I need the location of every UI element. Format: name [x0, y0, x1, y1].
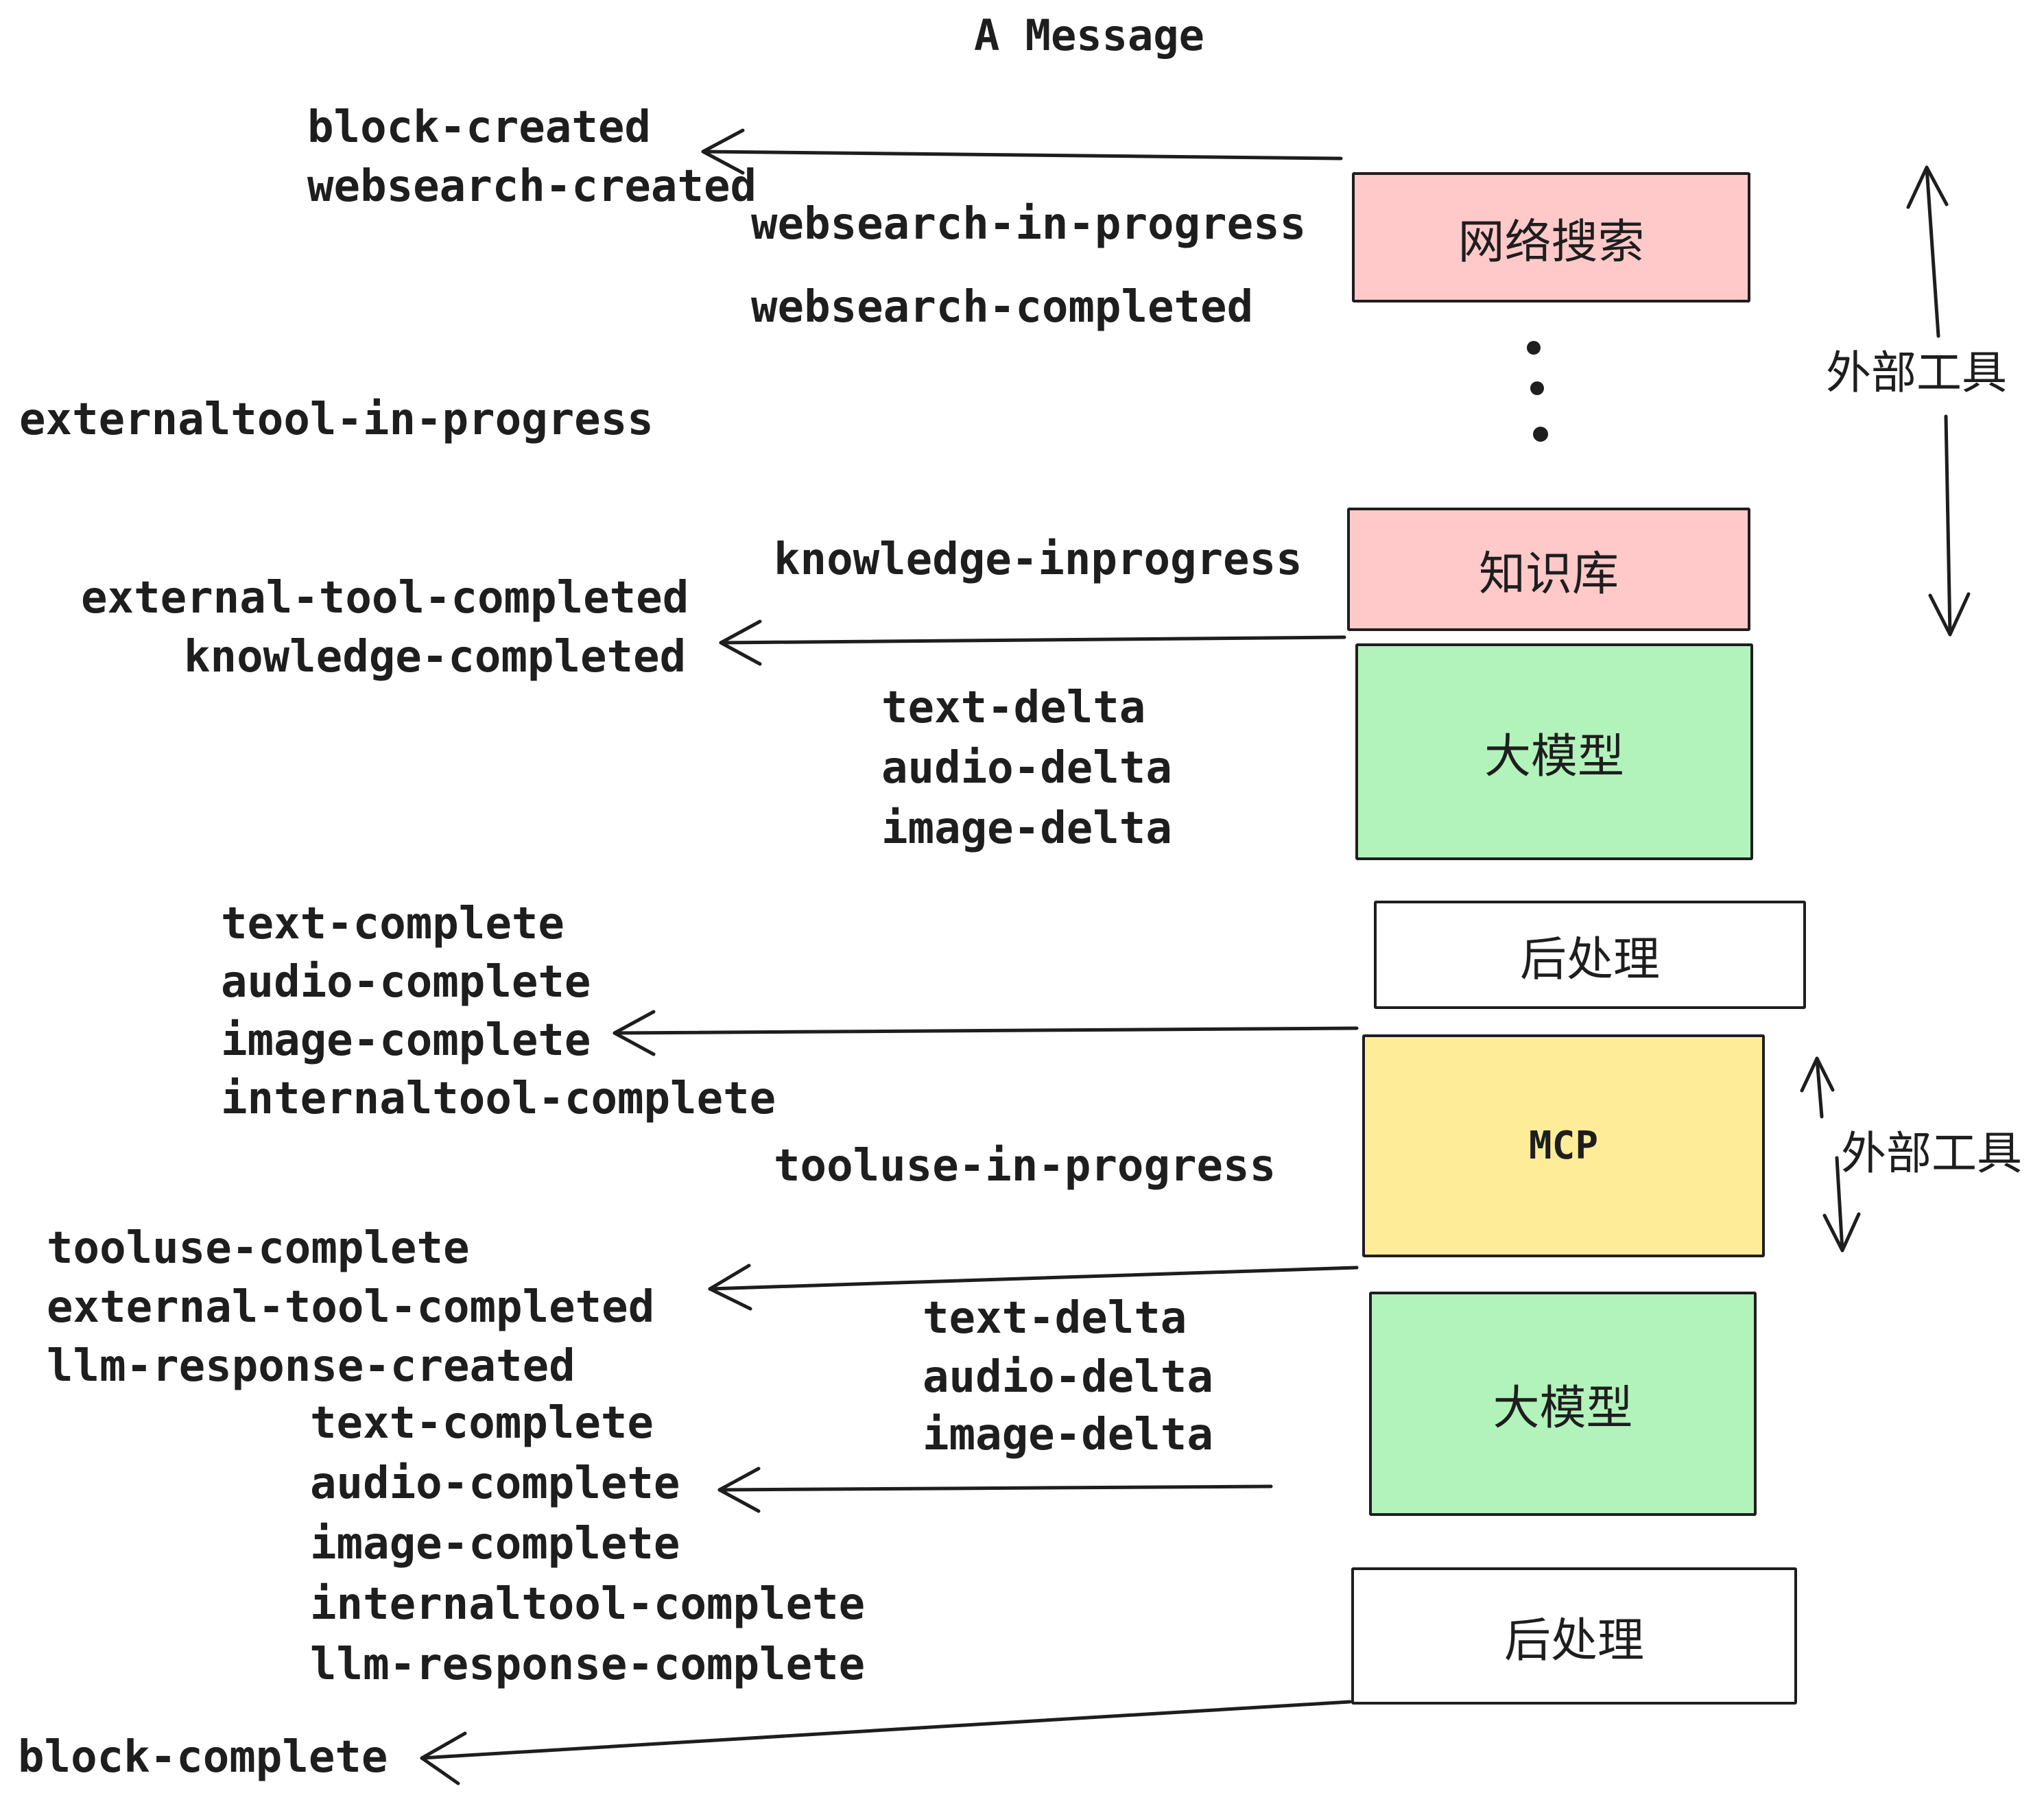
- event-label-external-tool-completed-1: external-tool-completed: [81, 573, 689, 624]
- event-label-image-complete-1: image-complete: [221, 1015, 591, 1066]
- event-label-tooluse-in-progress: tooluse-in-progress: [774, 1141, 1276, 1191]
- event-label-external-tool-completed-2: external-tool-completed: [47, 1282, 655, 1333]
- arrow-external-tools-up-1: [1906, 165, 1949, 338]
- event-label-block-created: block-created: [307, 102, 651, 153]
- diagram-title: A Message: [974, 10, 1204, 60]
- event-label-image-complete-2: image-complete: [310, 1519, 680, 1569]
- arrow-external-tools-up-2: [1800, 1056, 1835, 1119]
- event-label-knowledge-inprogress: knowledge-inprogress: [774, 534, 1303, 585]
- box-llm-2-label: 大模型: [1493, 1381, 1633, 1436]
- box-postprocess-2-label: 后处理: [1504, 1613, 1644, 1668]
- arrow-websearch-created: [701, 128, 1343, 175]
- side-label-external-tools-1: 外部工具: [1826, 346, 2007, 399]
- box-postprocess-1-label: 后处理: [1519, 932, 1660, 987]
- event-label-externaltool-in-progress: externaltool-in-progress: [19, 394, 654, 445]
- event-label-text-delta-1: text-delta: [881, 683, 1146, 733]
- arrow-audio-complete: [717, 1467, 1273, 1513]
- event-label-image-delta-2: image-delta: [923, 1410, 1213, 1460]
- box-mcp: MCP: [1362, 1034, 1765, 1257]
- box-knowledge-base-label: 知识库: [1478, 547, 1619, 602]
- event-label-llm-response-complete: llm-response-complete: [310, 1639, 866, 1690]
- box-websearch: 网络搜索: [1352, 172, 1750, 302]
- box-llm-1: 大模型: [1355, 643, 1753, 860]
- event-label-websearch-completed: websearch-completed: [751, 282, 1254, 333]
- event-label-image-delta-1: image-delta: [881, 803, 1172, 854]
- event-label-audio-complete-1: audio-complete: [221, 957, 591, 1008]
- event-label-audio-complete-2: audio-complete: [310, 1458, 680, 1509]
- arrow-image-complete: [613, 1010, 1359, 1056]
- event-label-text-delta-2: text-delta: [923, 1293, 1187, 1344]
- event-label-llm-response-created: llm-response-created: [47, 1341, 575, 1392]
- side-label-external-tools-2: 外部工具: [1841, 1127, 2022, 1180]
- event-label-tooluse-complete: tooluse-complete: [47, 1223, 470, 1274]
- box-websearch-label: 网络搜索: [1458, 215, 1645, 270]
- event-label-websearch-in-progress: websearch-in-progress: [751, 199, 1307, 250]
- event-label-knowledge-completed: knowledge-completed: [184, 632, 687, 683]
- arrow-block-complete: [420, 1700, 1352, 1785]
- event-label-block-complete: block-complete: [18, 1732, 388, 1783]
- box-knowledge-base: 知识库: [1347, 508, 1750, 631]
- box-mcp-label: MCP: [1528, 1124, 1599, 1168]
- event-label-audio-delta-2: audio-delta: [923, 1352, 1213, 1403]
- arrow-external-tools-down-1: [1928, 414, 1971, 637]
- event-label-audio-delta-1: audio-delta: [881, 743, 1172, 794]
- box-postprocess-1: 后处理: [1374, 901, 1806, 1009]
- event-label-text-complete-2: text-complete: [310, 1398, 654, 1449]
- box-llm-1-label: 大模型: [1484, 729, 1624, 784]
- box-llm-2: 大模型: [1369, 1292, 1757, 1516]
- event-label-text-complete-1: text-complete: [221, 899, 565, 949]
- box-postprocess-2: 后处理: [1351, 1567, 1797, 1705]
- event-label-internaltool-complete-2: internaltool-complete: [310, 1579, 866, 1630]
- ellipsis-dots-icon: [1527, 341, 1548, 442]
- event-label-internaltool-complete-1: internaltool-complete: [221, 1073, 776, 1124]
- event-label-websearch-created: websearch-created: [307, 161, 757, 212]
- arrow-knowledge-completed: [719, 619, 1346, 666]
